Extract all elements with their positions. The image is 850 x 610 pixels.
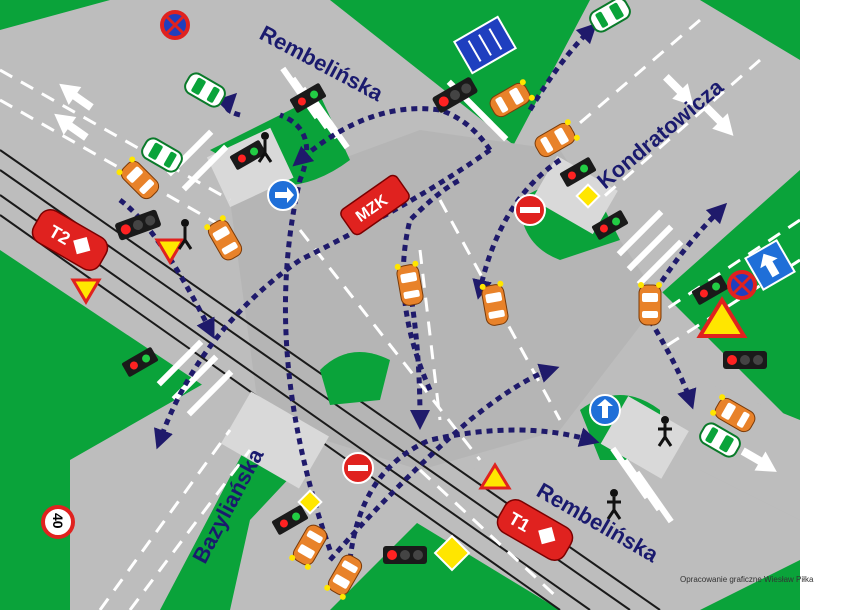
no-stopping-sign-icon: [160, 10, 190, 40]
yield-sign-icon: [70, 278, 102, 305]
no-entry-sign-icon: [342, 452, 374, 484]
priority-road-sign-icon: [433, 534, 471, 572]
bus-mzk: MZK: [340, 174, 410, 236]
yield-sign-icon: [696, 296, 748, 338]
road-bazylianska-lower: [70, 380, 260, 610]
no-stopping-sign-icon: [727, 270, 757, 300]
white-margin: [800, 0, 850, 610]
car-icon: [637, 281, 663, 326]
pedestrian-icon: [657, 416, 673, 447]
pedestrian-icon: [177, 219, 193, 250]
pedestrian-icon: [606, 489, 622, 520]
vehicle-routes: [118, 22, 728, 562]
no-entry-sign-icon: [514, 194, 546, 226]
tram-t2: T2: [31, 209, 109, 271]
speed-limit-value: 40: [50, 513, 66, 529]
tram-t1: T1: [496, 499, 574, 561]
traffic-light-icon: [383, 546, 427, 564]
keep-right-sign-icon: [267, 179, 299, 211]
road-arrows: [54, 74, 777, 472]
pedestrian-icon: [257, 132, 273, 163]
priority-road-sign-icon: [575, 183, 601, 209]
yield-sign-icon: [478, 462, 512, 490]
speed-limit-sign: 40: [41, 505, 75, 539]
one-way-sign-icon: [744, 239, 796, 291]
keep-right-sign-icon: [589, 394, 621, 426]
priority-road-sign-icon: [297, 489, 323, 515]
yield-sign-icon: [154, 238, 186, 265]
credit-text: Opracowanie graficzne Wiesław Piłka: [680, 575, 814, 584]
traffic-light-icon: [723, 351, 767, 369]
crosswalks: [156, 66, 684, 524]
direction-lanes-sign-icon: [452, 15, 518, 75]
